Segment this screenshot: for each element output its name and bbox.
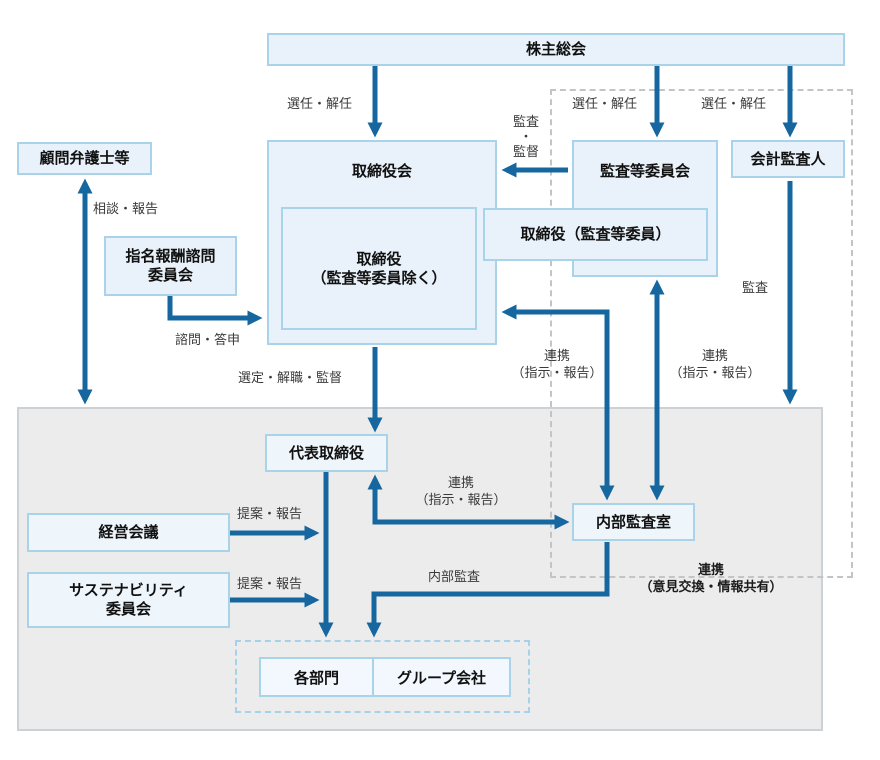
node-accounting-auditor: 会計監査人 [731, 140, 845, 178]
node-representative-director-label: 代表取締役 [288, 443, 364, 462]
node-legal-advisors-label: 顧問弁護士等 [39, 149, 130, 167]
node-sustainability-committee-label: サステナビリティ 委員会 [69, 581, 188, 618]
arrow-nomination-board [167, 296, 263, 326]
edge-label-cooperation-share: 連携 （意見交換・情報共有） [639, 563, 783, 595]
node-internal-audit-office: 内部監査室 [572, 503, 695, 541]
node-directors-audit: 取締役（監査等委員） [483, 208, 708, 261]
node-directors-excl: 取締役 （監査等委員除く） [281, 207, 477, 330]
node-representative-director: 代表取締役 [265, 434, 388, 472]
node-nomination-committee-label: 指名報酬諮問 委員会 [125, 247, 216, 284]
edge-label-inquiry-reply: 諮問・答申 [175, 333, 241, 348]
edge-label-audit: 監査 [742, 281, 769, 296]
edge-label-cooperation-instruct-lower: 連携 （指示・報告） [415, 476, 507, 508]
node-management-meeting-label: 経営会議 [98, 523, 159, 541]
node-board-label: 取締役会 [351, 162, 412, 180]
edge-label-proposal-report-1: 提案・報告 [237, 507, 303, 522]
edge-label-cooperation-instruct-left: 連携 （指示・報告） [511, 349, 603, 381]
edge-label-internal-audit: 内部監査 [428, 570, 481, 585]
node-departments-label: 各部門 [293, 668, 339, 687]
node-accounting-auditor-label: 会計監査人 [750, 149, 826, 168]
edge-label-select-dismiss-supervise: 選定・解職・監督 [238, 371, 343, 386]
departments-dashed-zone [235, 640, 530, 713]
node-departments: 各部門 [259, 657, 374, 697]
node-sustainability-committee: サステナビリティ 委員会 [27, 572, 230, 628]
node-internal-audit-office-label: 内部監査室 [595, 512, 671, 531]
edge-label-cooperation-instruct-right: 連携 （指示・報告） [669, 349, 761, 381]
node-nomination-committee: 指名報酬諮問 委員会 [104, 236, 237, 296]
departments-group-row: 各部門 グループ会社 [259, 657, 511, 697]
edge-label-appoint-dismiss-3: 選任・解任 [701, 97, 767, 112]
node-audit-committee-label: 監査等委員会 [599, 162, 690, 180]
node-directors-excl-label: 取締役 （監査等委員除く） [311, 249, 447, 287]
node-group-companies-label: グループ会社 [396, 668, 487, 687]
node-management-meeting: 経営会議 [27, 513, 230, 552]
node-legal-advisors: 顧問弁護士等 [17, 142, 152, 175]
node-shareholders: 株主総会 [267, 33, 845, 66]
edge-label-appoint-dismiss-2: 選任・解任 [572, 97, 638, 112]
node-group-companies: グループ会社 [372, 657, 511, 697]
edge-label-consult-report: 相談・報告 [93, 202, 159, 217]
edge-label-proposal-report-2: 提案・報告 [237, 577, 303, 592]
edge-label-audit-supervise: 監査 ・ 監督 [512, 115, 539, 160]
edge-label-appoint-dismiss-1: 選任・解任 [287, 97, 353, 112]
node-shareholders-label: 株主総会 [525, 40, 586, 58]
node-directors-audit-label: 取締役（監査等委員） [520, 225, 671, 243]
